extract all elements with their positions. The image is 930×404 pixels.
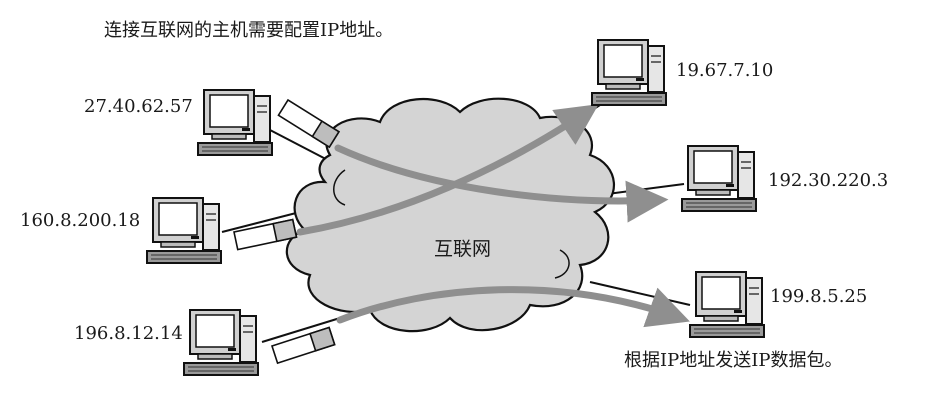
computer-icon — [681, 145, 757, 212]
computer-icon — [591, 39, 667, 106]
ip-label-host-1: 27.40.62.57 — [84, 96, 193, 117]
ip-label-host-6: 199.8.5.25 — [770, 286, 868, 307]
flow-arrow-to-199-8-5-25 — [336, 286, 690, 328]
bottom-caption: 根据IP地址发送IP数据包。 — [624, 350, 843, 371]
computer-icon — [146, 197, 222, 264]
link-196-8-12-14 — [261, 317, 341, 343]
ip-packet-2 — [233, 218, 298, 251]
ip-packets — [233, 98, 340, 365]
flow-arrow-to-192-30-220-3 — [334, 144, 669, 223]
ip-packet-3 — [270, 326, 336, 365]
computer-icon — [183, 309, 259, 376]
ip-label-host-2: 160.8.200.18 — [20, 210, 141, 231]
flow-arrow-to-19-67-7-10 — [296, 104, 599, 236]
link-160-8-200-18 — [221, 211, 301, 233]
internet-label: 互联网 — [434, 238, 492, 260]
computer-icon — [689, 271, 765, 338]
ip-label-host-5: 192.30.220.3 — [768, 170, 889, 191]
top-caption: 连接互联网的主机需要配置IP地址。 — [104, 20, 394, 41]
ip-label-host-4: 19.67.7.10 — [676, 60, 774, 81]
link-199-8-5-25 — [589, 281, 691, 306]
packet-flow-arrows — [296, 104, 690, 328]
ip-packet-1 — [277, 98, 340, 149]
computer-icon — [197, 89, 273, 156]
ip-label-host-3: 196.8.12.14 — [74, 323, 183, 344]
